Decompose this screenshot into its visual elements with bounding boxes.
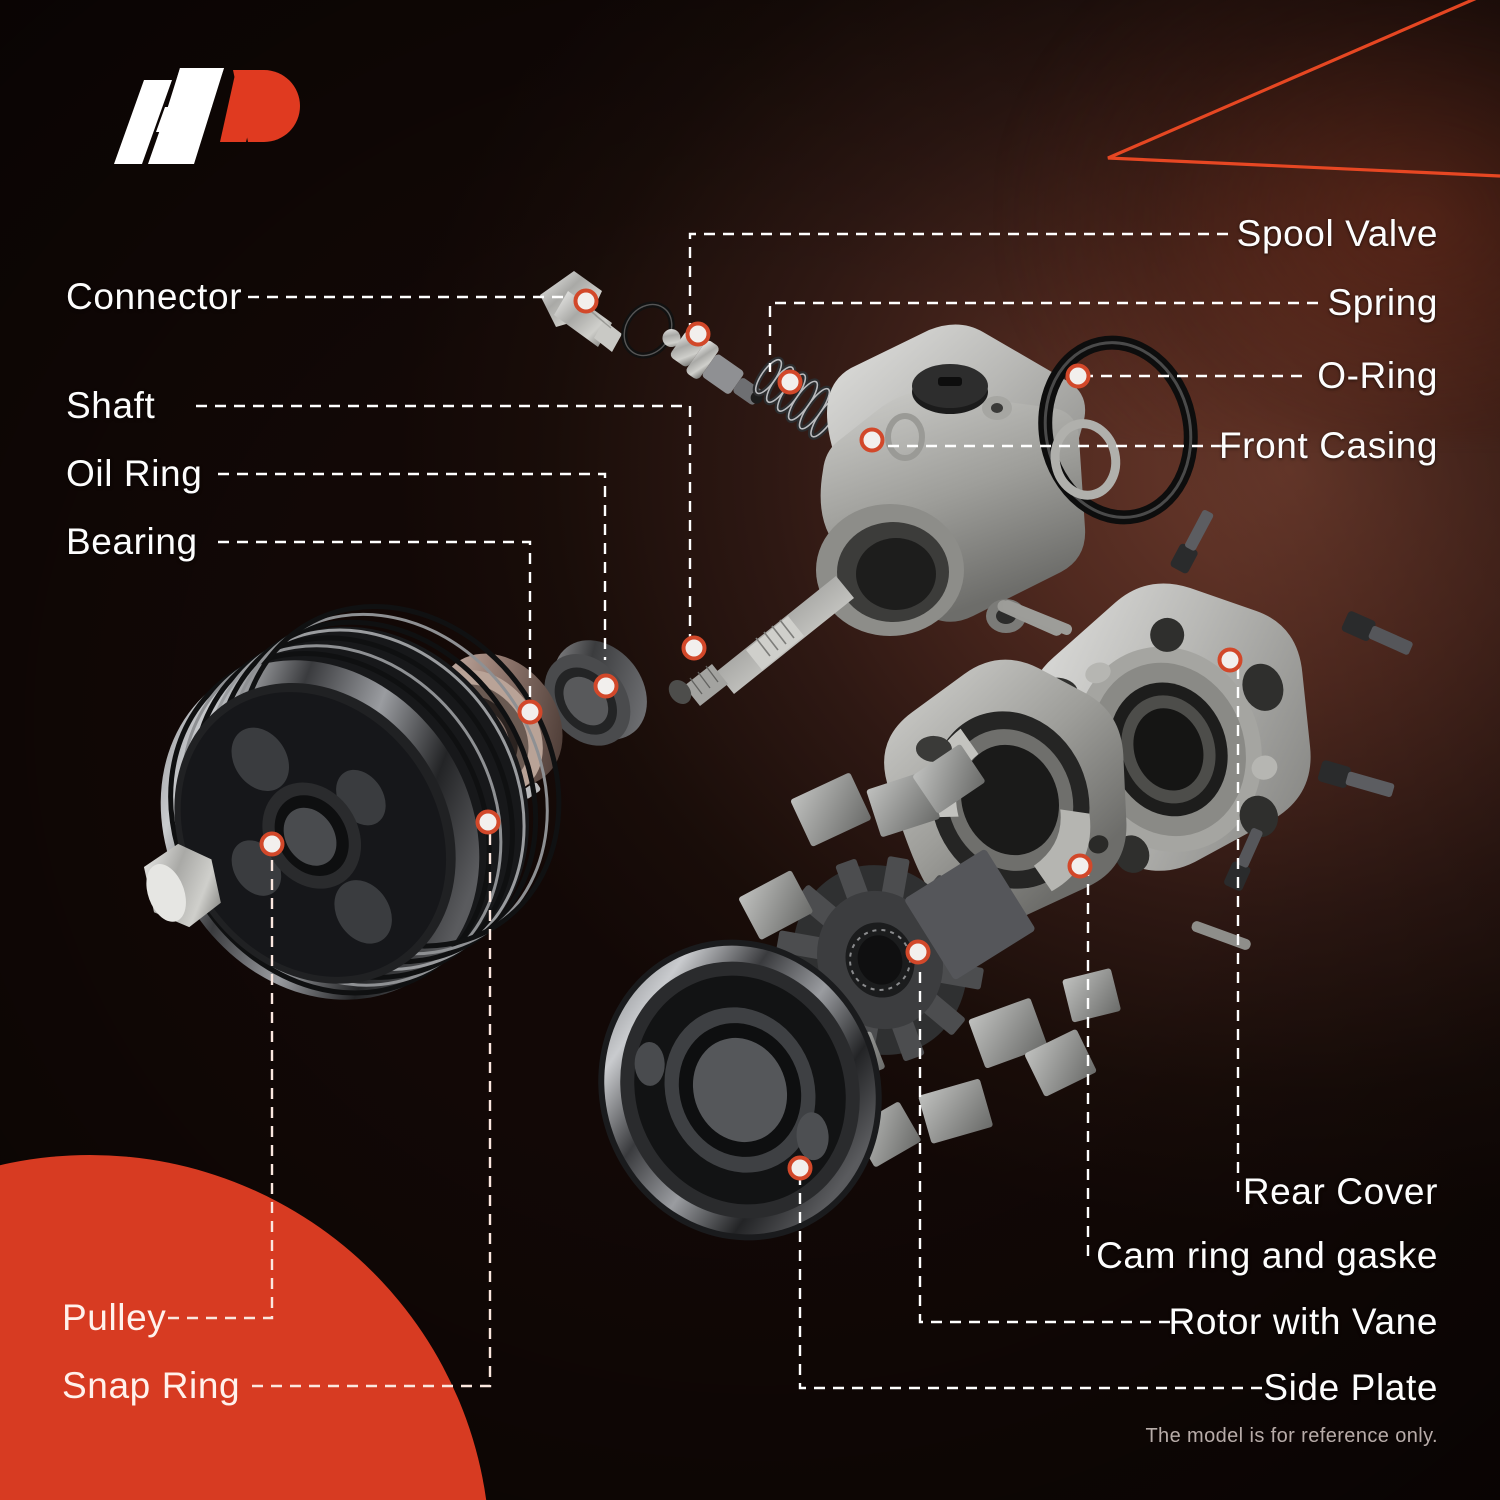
label-snap-ring: Snap Ring — [62, 1365, 241, 1406]
label-cam-ring-gasket: Cam ring and gaske — [1096, 1235, 1438, 1276]
label-connector: Connector — [66, 276, 243, 317]
label-spool-valve: Spool Valve — [1236, 213, 1438, 254]
leader-rotor — [918, 948, 1170, 1324]
reference-disclaimer: The model is for reference only. — [1145, 1425, 1438, 1447]
corner-accent-line — [1107, 0, 1500, 178]
leader-spool-valve — [688, 232, 1228, 330]
leader-cam-ring — [1080, 864, 1090, 1256]
part-front-casing — [816, 324, 1086, 636]
label-shaft: Shaft — [66, 385, 156, 426]
label-front-casing: Front Casing — [1218, 425, 1438, 466]
leader-pulley — [168, 844, 274, 1320]
leader-rear-cover — [1230, 658, 1240, 1192]
leader-oil-ring — [218, 472, 607, 660]
leader-shaft — [196, 404, 692, 640]
leader-snap-ring — [252, 822, 492, 1388]
label-spring: Spring — [1327, 282, 1438, 323]
leader-bearing — [218, 540, 532, 700]
leader-side-plate — [798, 1166, 1262, 1390]
label-pulley: Pulley — [62, 1297, 167, 1338]
callout-dots — [259, 288, 1243, 1181]
label-rotor-with-vane: Rotor with Vane — [1168, 1301, 1438, 1342]
part-hex-nut — [143, 843, 221, 928]
label-bearing: Bearing — [66, 521, 198, 562]
label-side-plate: Side Plate — [1263, 1367, 1438, 1408]
label-rear-cover: Rear Cover — [1242, 1171, 1438, 1212]
label-o-ring: O-Ring — [1317, 355, 1438, 396]
leader-spring — [768, 301, 1318, 372]
part-cam-ring-gasket — [884, 659, 1127, 924]
a-premium-logo — [114, 68, 300, 164]
part-bolts — [1002, 509, 1413, 950]
part-shaft — [668, 576, 854, 706]
part-pulley — [160, 604, 562, 1000]
label-oil-ring: Oil Ring — [66, 453, 203, 494]
